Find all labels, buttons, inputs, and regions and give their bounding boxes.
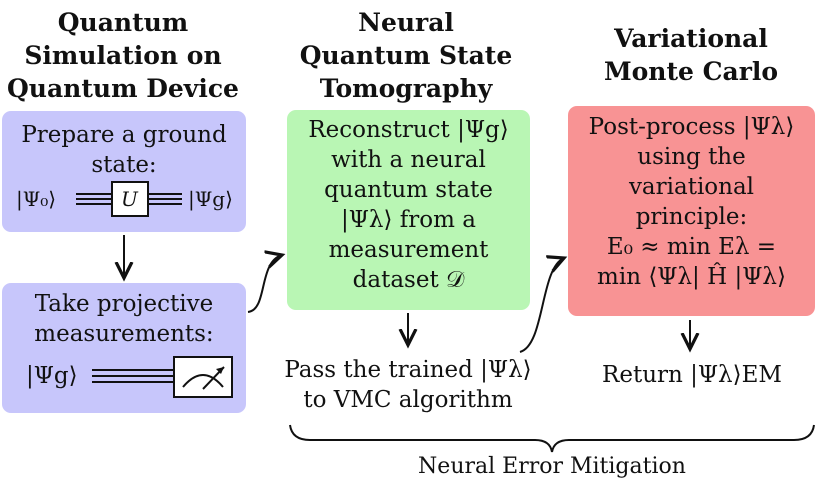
title-line: Quantum Device: [7, 74, 239, 103]
reconstruct-line: dataset 𝒟: [352, 267, 465, 293]
postprocess-line: Post-process |Ψλ⟩: [588, 114, 795, 140]
return-text: Return |Ψλ⟩EM: [602, 362, 782, 388]
prepare-ground-state-box: Prepare a ground state: |Ψ₀⟩ U |Ψg⟩: [2, 111, 246, 232]
measure-line-2: measurements:: [34, 321, 214, 347]
pass-trained-text: Pass the trained |Ψλ⟩ to VMC algorithm: [266, 355, 550, 415]
pass-line: to VMC algorithm: [303, 387, 513, 413]
brace-label: Neural Error Mitigation: [418, 454, 686, 479]
reconstruct-line: |Ψλ⟩ from a: [341, 207, 476, 233]
reconstruct-line: quantum state: [324, 177, 493, 203]
prepare-line-1: Prepare a ground: [21, 122, 227, 148]
title-line: Quantum: [57, 8, 189, 37]
column-title-vmc: Variational Monte Carlo: [566, 22, 816, 88]
projective-measurement-box: Take projective measurements: |Ψg⟩: [2, 283, 246, 413]
circuit-wires: [76, 181, 182, 217]
column-title-nqst: Neural Quantum State Tomography: [280, 6, 532, 105]
postprocess-line: E₀ ≈ min Eλ =: [606, 234, 777, 260]
postprocess-line: variational: [628, 174, 755, 200]
arrow-measure-to-reconstruct: [247, 255, 282, 313]
unitary-gate-label: U: [121, 187, 138, 211]
column-title-quantum-simulation: Quantum Simulation on Quantum Device: [0, 6, 246, 105]
postprocess-line: principle:: [635, 204, 748, 230]
arrow-pass-to-postprocess: [519, 258, 564, 353]
title-line: Monte Carlo: [603, 57, 779, 86]
postprocess-line: min ⟨Ψλ| Ĥ |Ψλ⟩: [597, 264, 786, 290]
ket-psi-g: |Ψg⟩: [188, 187, 233, 211]
title-line: Tomography: [319, 74, 493, 103]
measurement-circuit: |Ψg⟩: [2, 349, 246, 405]
title-line: Neural: [358, 8, 454, 37]
pass-line: Pass the trained |Ψλ⟩: [284, 357, 532, 383]
reconstruct-line: with a neural: [331, 147, 486, 173]
reconstruct-box: Reconstruct |Ψg⟩ with a neural quantum s…: [287, 110, 530, 310]
ket-psi-g: |Ψg⟩: [26, 363, 78, 389]
measure-line-1: Take projective: [34, 291, 214, 317]
title-line: Variational: [614, 24, 768, 53]
reconstruct-line: Reconstruct |Ψg⟩: [308, 117, 509, 143]
title-line: Simulation on: [24, 41, 222, 70]
curly-brace: [289, 424, 815, 453]
circuit-diagram: |Ψ₀⟩ U |Ψg⟩: [2, 180, 246, 220]
postprocess-line: using the: [637, 144, 746, 170]
prepare-line-2: state:: [91, 152, 157, 178]
title-line: Quantum State: [299, 41, 513, 70]
meter-icon: [92, 356, 233, 398]
reconstruct-line: measurement: [328, 237, 489, 263]
ket-psi0: |Ψ₀⟩: [16, 187, 57, 211]
postprocess-box: Post-process |Ψλ⟩ using the variational …: [568, 106, 815, 316]
